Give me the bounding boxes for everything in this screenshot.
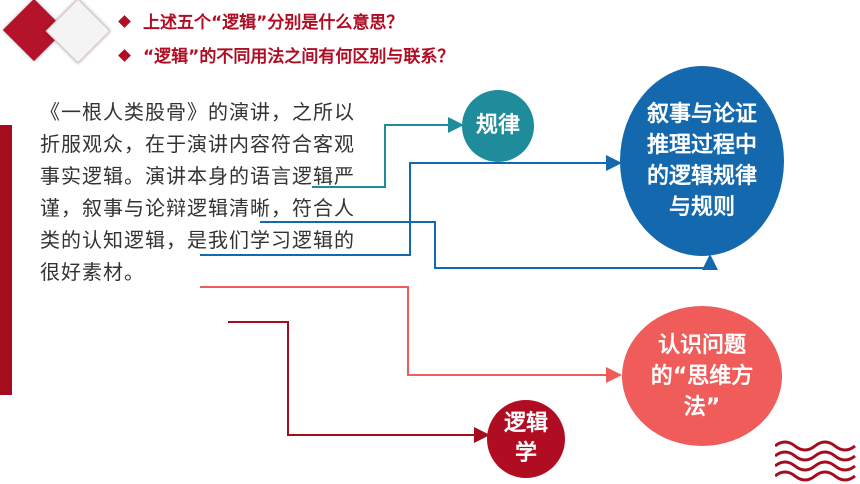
line-to-big-blue-2	[260, 221, 718, 270]
line-to-big-blue-1	[200, 155, 622, 256]
question-2: “逻辑”的不同用法之间有何区别与联系？	[118, 42, 454, 67]
line-to-luojixue	[228, 321, 490, 443]
line-to-pink	[200, 286, 622, 383]
node-logic-rules: 叙事与论证推理过程中的逻辑规律与规则	[620, 66, 784, 256]
node-logic-study: 逻辑学	[487, 400, 565, 478]
question-1: 上述五个“逻辑”分别是什么意思？	[118, 8, 403, 33]
node-guilv: 规律	[462, 90, 534, 162]
node-thinking-method: 认识问题的“思维方法”	[622, 306, 782, 446]
wave-decoration-icon	[775, 440, 856, 482]
line-to-guilv	[312, 117, 464, 188]
accent-bar	[0, 125, 12, 395]
passage-text: 《一根人类股骨》的演讲，之所以折服观众，在于演讲内容符合客观事实逻辑。演讲本身的…	[40, 100, 355, 284]
